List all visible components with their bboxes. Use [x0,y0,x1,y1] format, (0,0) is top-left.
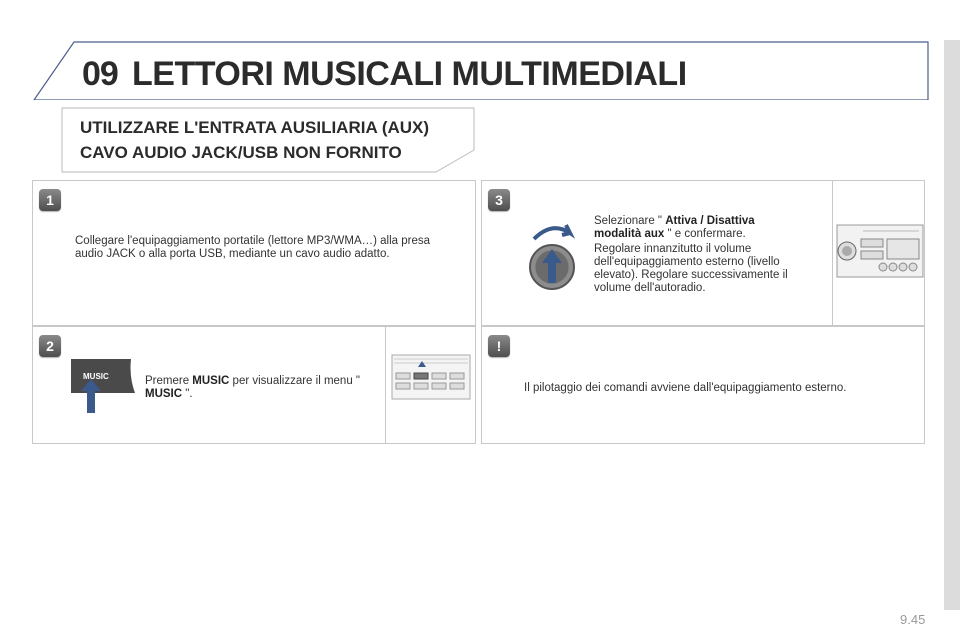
header-frame [33,41,929,100]
subtitle-line-1: UTILIZZARE L'ENTRATA AUSILIARIA (AUX) [80,118,430,137]
subtitle-frame [61,107,475,173]
page-title: LETTORI MUSICALI MULTIMEDIALI [132,55,687,93]
rotary-knob-icon [529,224,576,290]
radio-unit-image [832,181,925,325]
radio-unit-icon [836,224,924,278]
subtitle-line-2: CAVO AUDIO JACK/USB NON FORNITO [80,143,402,162]
rotate-arrow-icon [532,224,576,241]
step-3-text-2: Regolare innanzitutto il volume dell'equ… [594,243,788,294]
arrow-up-icon [81,379,101,413]
music-key-icon: MUSIC [71,359,135,413]
note-panel: ! Il pilotaggio dei comandi avviene dall… [481,326,925,444]
note-badge: ! [488,335,510,357]
chapter-number: 09 [82,55,119,93]
step-2-panel: 2 MUSIC Premere MUSIC per visualizzare i… [32,326,476,444]
step-3-badge: 3 [488,189,510,211]
arrow-up-icon [542,249,562,283]
music-key-label: MUSIC [83,372,109,381]
step-1-badge: 1 [39,189,61,211]
step-2-badge: 2 [39,335,61,357]
aux-option-bold: Attiva / Disattiva modalità aux [594,215,755,240]
music-bold-2: MUSIC [145,388,183,400]
step-3-panel: 3 Selezionare " Attiva / Disattiva modal… [481,180,925,326]
page-number: 9.45 [900,612,926,627]
page-side-bar [944,40,960,610]
step-1-text: Collegare l'equipaggiamento portatile (l… [75,235,431,260]
radio-panel-image [385,327,476,443]
step-3-text-1: Selezionare " Attiva / Disattiva modalit… [594,215,755,240]
step-1-panel: 1 Collegare l'equipaggiamento portatile … [32,180,476,326]
radio-faceplate-icon [391,354,471,400]
music-bold-1: MUSIC [192,375,230,387]
step-2-text: Premere MUSIC per visualizzare il menu "… [145,375,360,400]
note-text: Il pilotaggio dei comandi avviene dall'e… [524,382,847,394]
